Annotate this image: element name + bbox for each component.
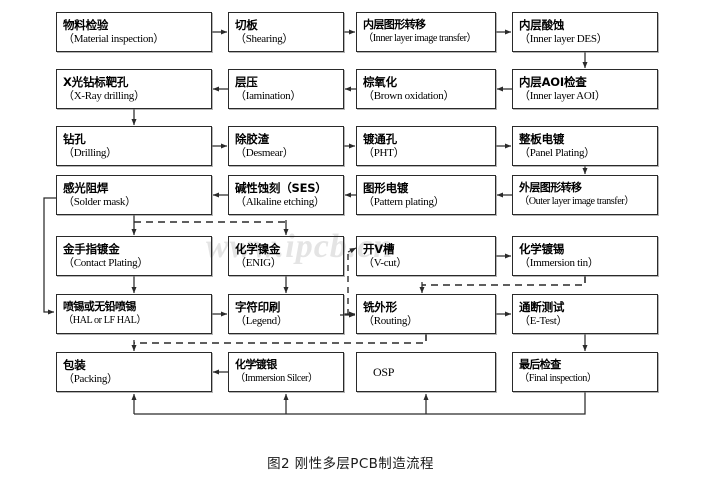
process-node-enig[interactable]: 化学镍金（ENIG）	[228, 236, 344, 276]
node-label-cn: 碱性蚀刻（SES）	[235, 180, 327, 195]
node-label-cn: X光钻标靶孔	[63, 74, 129, 89]
node-label-cn: 感光阻焊	[63, 180, 109, 195]
node-label-cn: 内层酸蚀	[519, 17, 565, 32]
process-node-v-cut[interactable]: 开V槽（V-cut）	[356, 236, 496, 276]
process-node-packing[interactable]: 包装（Packing）	[56, 352, 212, 392]
node-label-en: （Outer layer image transfer）	[519, 196, 634, 208]
node-label-cn: 层压	[235, 74, 258, 89]
node-label-en: （Inner layer AOI）	[519, 90, 606, 103]
node-label-cn: 整板电镀	[519, 131, 565, 146]
node-label-cn: 外层图形转移	[519, 181, 582, 195]
node-label-en: （Brown oxidation）	[363, 90, 455, 103]
process-node-immersion-tin[interactable]: 化学镀锡（Immersion tin）	[512, 236, 658, 276]
process-node-inner-aoi[interactable]: 内层AOI检查（Inner layer AOI）	[512, 69, 658, 109]
node-label-en: （E-Test）	[519, 315, 568, 328]
node-label-en: （Solder mask）	[63, 196, 136, 209]
node-label-cn: 化学镍金	[235, 241, 281, 256]
wire-solder-to-hal-left	[43, 197, 56, 315]
figure-caption: 图2 刚性多层PCB制造流程	[267, 456, 434, 472]
process-node-alkaline-etching[interactable]: 碱性蚀刻（SES）（Alkaline etching）	[228, 175, 344, 215]
process-node-panel-plating[interactable]: 整板电镀（Panel Plating）	[512, 126, 658, 166]
wire-routing-dashed-down	[134, 334, 427, 344]
node-label-en: （Desmear）	[235, 147, 294, 160]
process-node-routing[interactable]: 铣外形（Routing）	[356, 294, 496, 334]
node-label-cn: 化学镀锡	[519, 241, 565, 256]
node-label-en: （Inner layer DES）	[519, 33, 608, 46]
node-label-en: （Immersion Silcer）	[235, 373, 318, 385]
node-label-en: （ENIG）	[235, 257, 282, 270]
node-label-cn: 物料检验	[63, 17, 109, 32]
node-label-en: （Legend）	[235, 315, 288, 328]
node-label-en: （Material inspection）	[63, 33, 164, 46]
process-node-solder-mask[interactable]: 感光阻焊（Solder mask）	[56, 175, 212, 215]
node-label-cn: 喷锡或无铅喷锡	[63, 300, 136, 314]
node-label-en: （Panel Plating）	[519, 147, 595, 160]
process-node-e-test[interactable]: 通断测试（E-Test）	[512, 294, 658, 334]
node-label-cn: 铣外形	[363, 299, 397, 314]
node-label-en: （Packing）	[63, 373, 118, 386]
node-label-cn: 除胶渣	[235, 131, 269, 146]
node-label-en: OSP	[373, 365, 395, 380]
node-label-en: （X-Ray drilling）	[63, 90, 145, 103]
process-node-lamination[interactable]: 层压（Iamination）	[228, 69, 344, 109]
node-label-en: （Routing）	[363, 315, 418, 328]
node-label-cn: 图形电镀	[363, 180, 409, 195]
node-label-en: （Drilling）	[63, 147, 117, 160]
node-label-en: （Contact Plating）	[63, 257, 149, 270]
node-label-cn: 开V槽	[363, 241, 395, 256]
node-label-cn: 棕氧化	[363, 74, 397, 89]
process-node-shearing[interactable]: 切板（Shearing）	[228, 12, 344, 52]
node-label-en: （PHT）	[363, 147, 405, 160]
wire-immersion-tin-to-routing	[422, 276, 586, 286]
node-label-en: （Shearing）	[235, 33, 294, 46]
node-label-en: （Final inspection）	[519, 373, 597, 385]
process-node-inner-image-transfer[interactable]: 内层图形转移（Inner layer image transfer）	[356, 12, 496, 52]
node-label-en: （V-cut）	[363, 257, 407, 270]
process-node-osp[interactable]: OSP	[356, 352, 496, 392]
node-label-cn: 镀通孔	[363, 131, 397, 146]
wire-final-feedback-bottom	[134, 392, 586, 415]
process-node-immersion-silver[interactable]: 化学镀银（Immersion Silcer）	[228, 352, 344, 392]
process-node-pattern-plating[interactable]: 图形电镀（Pattern plating）	[356, 175, 496, 215]
process-node-desmear[interactable]: 除胶渣（Desmear）	[228, 126, 344, 166]
node-label-en: （HAL or LF HAL）	[63, 315, 147, 327]
node-label-cn: 内层AOI检查	[519, 74, 587, 89]
process-node-drilling[interactable]: 钻孔（Drilling）	[56, 126, 212, 166]
node-label-cn: 包装	[63, 357, 86, 372]
process-node-xray-drilling[interactable]: X光钻标靶孔（X-Ray drilling）	[56, 69, 212, 109]
node-label-cn: 金手指镀金	[63, 241, 120, 256]
node-label-en: （Iamination）	[235, 90, 302, 103]
process-node-brown-oxidation[interactable]: 棕氧化（Brown oxidation）	[356, 69, 496, 109]
node-label-cn: 最后检查	[519, 358, 561, 372]
node-label-en: （Pattern plating）	[363, 196, 445, 209]
process-node-inner-des[interactable]: 内层酸蚀（Inner layer DES）	[512, 12, 658, 52]
node-label-en: （Alkaline etching）	[235, 196, 325, 209]
process-node-material-inspection[interactable]: 物料检验（Material inspection）	[56, 12, 212, 52]
node-label-en: （Inner layer image transfer）	[363, 33, 477, 45]
process-node-legend[interactable]: 字符印刷（Legend）	[228, 294, 344, 334]
process-node-hal[interactable]: 喷锡或无铅喷锡（HAL or LF HAL）	[56, 294, 212, 334]
node-label-en: （Immersion tin）	[519, 257, 599, 270]
process-node-contact-plating[interactable]: 金手指镀金（Contact Plating）	[56, 236, 212, 276]
node-label-cn: 内层图形转移	[363, 18, 426, 32]
process-node-outer-image-transfer[interactable]: 外层图形转移（Outer layer image transfer）	[512, 175, 658, 215]
node-label-cn: 通断测试	[519, 299, 565, 314]
node-label-cn: 字符印刷	[235, 299, 281, 314]
node-label-cn: 化学镀银	[235, 358, 277, 372]
process-node-final-inspection[interactable]: 最后检查（Final inspection）	[512, 352, 658, 392]
wire-vcut-dashed-arrow	[347, 247, 357, 254]
node-label-cn: 切板	[235, 17, 258, 32]
node-label-cn: 钻孔	[63, 131, 86, 146]
process-node-pht[interactable]: 镀通孔（PHT）	[356, 126, 496, 166]
